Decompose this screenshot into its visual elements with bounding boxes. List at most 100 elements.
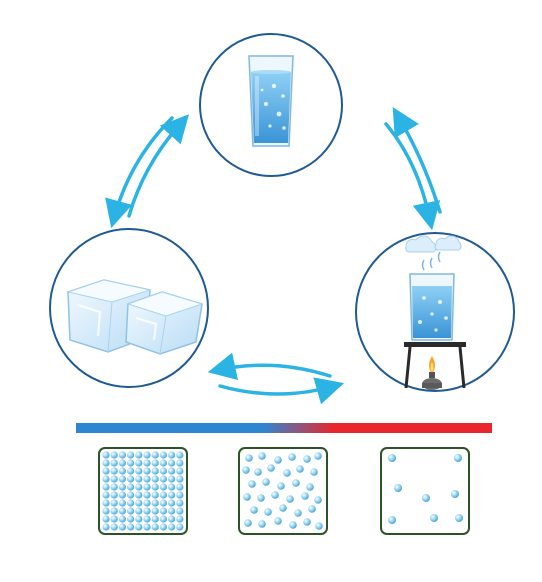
particle (118, 483, 126, 491)
particle (151, 523, 159, 531)
heated-beaker-icon (404, 235, 466, 390)
particle (118, 491, 126, 499)
particle (110, 459, 118, 467)
particle (394, 484, 402, 492)
particle (315, 522, 323, 530)
particle (127, 523, 135, 531)
particle (143, 459, 151, 467)
particle (127, 475, 135, 483)
particle (110, 523, 118, 531)
glass-of-water-icon (248, 55, 294, 147)
particle (159, 515, 167, 523)
particle (271, 491, 279, 499)
particle (143, 467, 151, 475)
particle (118, 467, 126, 475)
particle (176, 467, 184, 475)
particle (151, 499, 159, 507)
arrow-gas-to-solid (207, 352, 332, 381)
particle (283, 469, 291, 477)
particle (118, 475, 126, 483)
gas-state-node (355, 232, 515, 392)
particle (168, 523, 176, 531)
particle (118, 515, 126, 523)
particle (118, 451, 126, 459)
particle (258, 520, 266, 528)
particle (110, 499, 118, 507)
particle (159, 483, 167, 491)
particle (245, 454, 253, 462)
particle (176, 451, 184, 459)
particle (168, 475, 176, 483)
particle (168, 515, 176, 523)
particle (127, 515, 135, 523)
particle (388, 454, 396, 462)
particle (168, 507, 176, 515)
particle (159, 475, 167, 483)
particle (242, 466, 250, 474)
ice-cubes-icon (66, 279, 204, 355)
particle (151, 475, 159, 483)
particle (102, 499, 110, 507)
particle (151, 507, 159, 515)
particle (159, 451, 167, 459)
particle (176, 491, 184, 499)
particle (135, 467, 143, 475)
particle (135, 475, 143, 483)
solid-particles (102, 451, 184, 531)
particle (102, 483, 110, 491)
particle (168, 491, 176, 499)
particle (277, 482, 285, 490)
particle (308, 505, 316, 513)
particle (159, 507, 167, 515)
particle (135, 451, 143, 459)
particle (143, 515, 151, 523)
liquid-state-node (199, 33, 343, 177)
particle (118, 499, 126, 507)
particle (135, 515, 143, 523)
particle (127, 451, 135, 459)
particle (102, 475, 110, 483)
particle (151, 451, 159, 459)
particle (159, 499, 167, 507)
particle (102, 459, 110, 467)
arrow-solid-to-gas (218, 377, 345, 405)
particle (127, 491, 135, 499)
particle (159, 467, 167, 475)
arrow-gas-to-liquid (392, 106, 442, 214)
particle (135, 491, 143, 499)
arrow-solid-to-liquid (127, 114, 190, 218)
temperature-gradient-bar (76, 423, 492, 433)
particle (118, 459, 126, 467)
arrow-liquid-to-solid (105, 116, 174, 229)
particle (102, 451, 110, 459)
particle (118, 507, 126, 515)
particle (110, 491, 118, 499)
particle (110, 451, 118, 459)
particle (135, 507, 143, 515)
particle (294, 509, 302, 517)
particle (127, 507, 135, 515)
particle (151, 459, 159, 467)
particle (127, 467, 135, 475)
particle (303, 455, 311, 463)
gas-particles (388, 454, 463, 524)
liquid-particles (242, 452, 323, 530)
particle (102, 515, 110, 523)
particle (306, 483, 314, 491)
particle (143, 523, 151, 531)
particle (264, 508, 272, 516)
particle (127, 499, 135, 507)
particle (250, 506, 258, 514)
transition-arrows (105, 106, 442, 405)
particle (143, 475, 151, 483)
particle (176, 459, 184, 467)
solid-state-node (49, 228, 209, 388)
particle-box-liquid (238, 447, 328, 535)
particle (310, 468, 318, 476)
particle (135, 499, 143, 507)
particle (274, 517, 282, 525)
arrow-liquid-to-gas (384, 122, 441, 231)
particle (168, 459, 176, 467)
particle (135, 483, 143, 491)
particle (303, 518, 311, 526)
